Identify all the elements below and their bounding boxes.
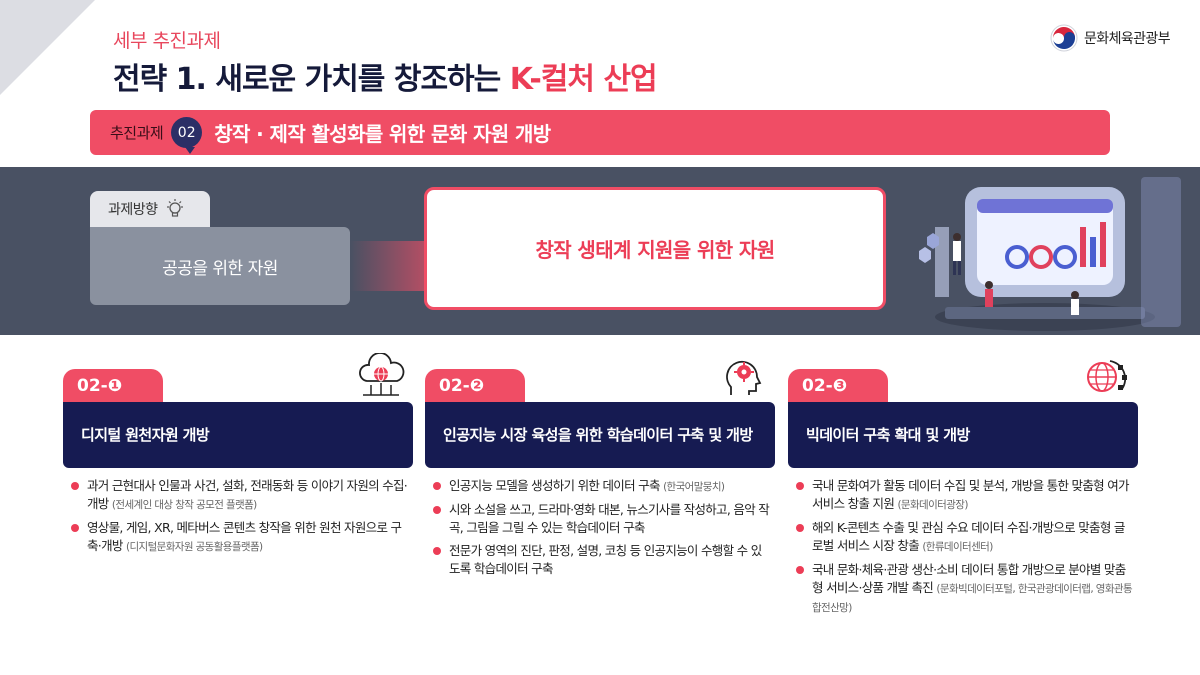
title-accent: K-컬처 산업 bbox=[509, 62, 658, 97]
ministry-logo: 문화체육관광부 bbox=[1050, 24, 1171, 52]
list-item: 국내 문화·체육·관광 생산·소비 데이터 통합 개방으로 분야별 맞춤형 서비… bbox=[794, 561, 1134, 617]
list-item: 시와 소설을 쓰고, 드라마·영화 대본, 뉴스기사를 작성하고, 음악 작곡,… bbox=[431, 501, 771, 537]
from-label: 공공을 위한 자원 bbox=[162, 258, 278, 279]
card-badge: 02-❷ bbox=[425, 369, 525, 406]
card-bullet-list: 국내 문화여가 활동 데이터 수집 및 분석, 개방을 통한 맞춤형 여가 서비… bbox=[794, 477, 1134, 622]
lightbulb-icon bbox=[166, 199, 183, 217]
task-label: 추진과제 bbox=[110, 124, 164, 142]
card-badge: 02-❶ bbox=[63, 369, 163, 406]
ministry-name: 문화체육관광부 bbox=[1084, 31, 1171, 47]
corner-decoration bbox=[0, 0, 95, 95]
card-bullet-list: 인공지능 모델을 생성하기 위한 데이터 구축 (한국어말뭉치) 시와 소설을 … bbox=[431, 477, 771, 583]
list-item: 인공지능 모델을 생성하기 위한 데이터 구축 (한국어말뭉치) bbox=[431, 477, 771, 496]
cloud-globe-icon bbox=[359, 353, 405, 396]
card-header: 디지털 원천자원 개방 bbox=[63, 402, 413, 468]
card-header: 인공지능 시장 육성을 위한 학습데이터 구축 및 개방 bbox=[425, 402, 775, 468]
direction-tab-label: 과제방향 bbox=[108, 202, 158, 218]
task-number-badge: 02 bbox=[171, 117, 203, 154]
to-box: 창작 생태계 지원을 위한 자원 bbox=[424, 187, 886, 310]
from-box: 공공을 위한 자원 bbox=[90, 227, 350, 305]
to-label: 창작 생태계 지원을 위한 자원 bbox=[535, 238, 775, 262]
list-item: 해외 K-콘텐츠 수출 및 관심 수요 데이터 수집·개방으로 맞춤형 글로벌 … bbox=[794, 519, 1134, 556]
ai-head-gear-icon bbox=[726, 360, 762, 395]
data-platform-illustration bbox=[919, 177, 1181, 331]
taegeuk-emblem-icon bbox=[1050, 24, 1078, 52]
card-badge-label: 02-❷ bbox=[439, 376, 485, 396]
task-banner: 추진과제 02 창작 · 제작 활성화를 위한 문화 자원 개방 bbox=[90, 110, 1110, 155]
card-title: 디지털 원천자원 개방 bbox=[81, 426, 210, 444]
list-item: 전문가 영역의 진단, 판정, 설명, 코칭 등 인공지능이 수행할 수 있도록… bbox=[431, 542, 771, 578]
page-title: 전략 1. 새로운 가치를 창조하는 K-컬처 산업 bbox=[113, 54, 658, 98]
direction-tab: 과제방향 bbox=[90, 191, 210, 227]
card-title: 인공지능 시장 육성을 위한 학습데이터 구축 및 개방 bbox=[443, 426, 753, 444]
list-item: 국내 문화여가 활동 데이터 수집 및 분석, 개방을 통한 맞춤형 여가 서비… bbox=[794, 477, 1134, 514]
globe-gear-icon bbox=[1087, 360, 1127, 392]
list-item: 과거 근현대사 인물과 사건, 설화, 전래동화 등 이야기 자원의 수집·개방… bbox=[69, 477, 409, 514]
card-header: 빅데이터 구축 확대 및 개방 bbox=[788, 402, 1138, 468]
title-main: 전략 1. 새로운 가치를 창조하는 bbox=[113, 62, 510, 97]
card-title: 빅데이터 구축 확대 및 개방 bbox=[806, 426, 970, 444]
task-title: 창작 · 제작 활성화를 위한 문화 자원 개방 bbox=[214, 122, 551, 146]
card-badge-label: 02-❸ bbox=[802, 376, 848, 396]
card-badge-label: 02-❶ bbox=[77, 376, 123, 396]
page-subtitle: 세부 추진과제 bbox=[113, 30, 221, 52]
card-badge: 02-❸ bbox=[788, 369, 888, 406]
list-item: 영상물, 게임, XR, 메타버스 콘텐츠 창작을 위한 원천 자원으로 구축·… bbox=[69, 519, 409, 556]
card-bullet-list: 과거 근현대사 인물과 사건, 설화, 전래동화 등 이야기 자원의 수집·개방… bbox=[69, 477, 409, 561]
